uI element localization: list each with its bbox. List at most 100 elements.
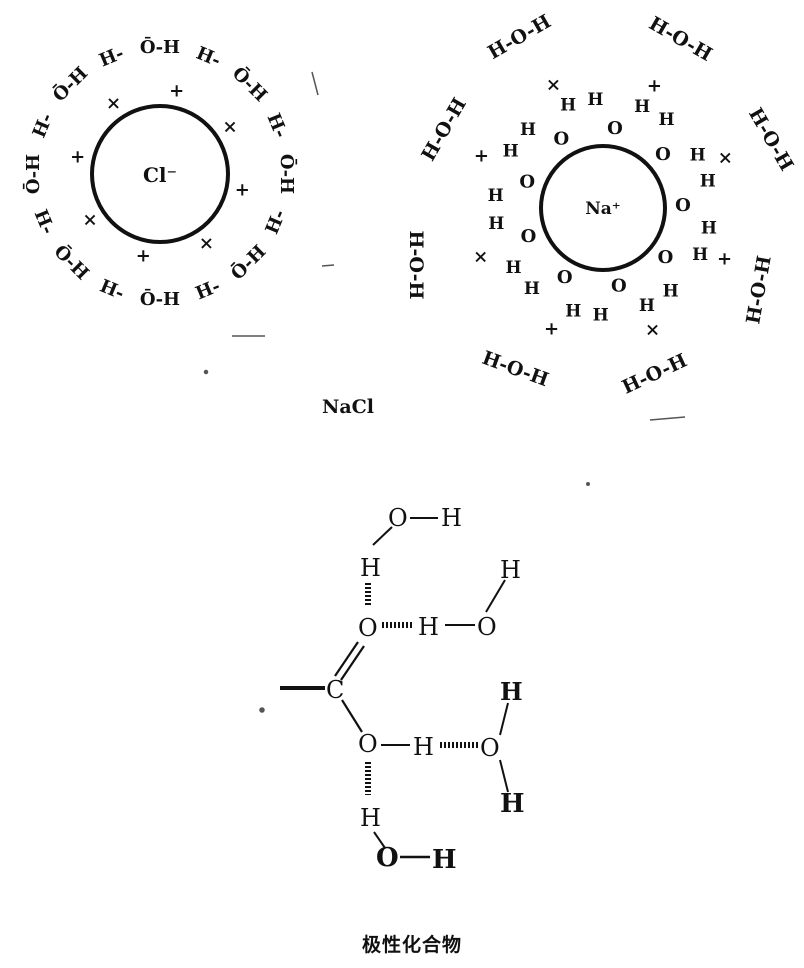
sodium-inner-oxygen: O — [611, 275, 627, 296]
chloride-shell-fragment: H- — [97, 276, 128, 305]
chloride-charge-mark: + — [70, 146, 85, 167]
h-o-bond-bottom-water — [373, 831, 386, 849]
sodium-inner-oxygen: O — [675, 195, 691, 216]
chloride-shell-fragment: Ō-H — [21, 154, 44, 194]
sodium-charge-mark: × — [645, 319, 660, 340]
sodium-inner-oxygen: O — [655, 144, 671, 165]
bottom-water-hydrogen-bonded: H — [360, 804, 381, 832]
chloride-shell-fragment: Ō-H — [226, 240, 271, 285]
sodium-shell-charges: + × + × + × + × — [473, 75, 733, 341]
chloride-shell-fragment: Ō-H — [228, 62, 273, 107]
top-water-hydrogen-bonded: H — [360, 554, 381, 582]
sodium-outer-water: H-O-H — [742, 254, 776, 326]
hydroxyl-oxygen: O — [358, 730, 378, 758]
chloride-shell-fragment: H- — [193, 276, 224, 305]
sodium-inner-hydrogen: H — [587, 90, 603, 110]
lower-water-oxygen: O — [480, 734, 500, 762]
sodium-ion-label: Na⁺ — [585, 199, 621, 219]
right-water-oxygen: O — [477, 613, 497, 641]
sodium-charge-mark: × — [473, 247, 488, 268]
sodium-inner-hydrogen: H — [503, 142, 519, 162]
sodium-inner-hydrogen: H — [658, 110, 674, 130]
chloride-shell-fragment: H- — [30, 207, 59, 238]
sodium-ion-circle — [539, 144, 667, 272]
sodium-inner-oxygen: O — [521, 226, 537, 247]
sodium-inner-hydrogen: H — [692, 245, 708, 265]
chloride-charge-mark: + — [136, 245, 151, 266]
h-o-bond-lower-water-up — [499, 702, 509, 736]
chloride-charge-mark: × — [82, 209, 97, 230]
chloride-shell-fragment: H- — [262, 207, 291, 238]
carbon-atom: C — [326, 676, 344, 704]
chloride-shell-fragment: Ō-H — [50, 240, 95, 285]
sodium-outer-water: H-O-H — [479, 347, 551, 391]
polar-compound-group: C O O H O H H H O H O H H H O H — [280, 504, 525, 875]
c-o-double-bond-2 — [340, 645, 365, 681]
sodium-inner-hydrogen: H — [639, 296, 655, 316]
sodium-outer-water: H-O-H — [619, 350, 691, 399]
sodium-charge-mark: + — [474, 146, 489, 167]
chloride-shell-fragment: H- — [29, 110, 58, 141]
chloride-shell-fragment: Ō-H — [276, 154, 299, 194]
scan-marks — [203, 71, 686, 713]
sodium-inner-hydrogen: H — [520, 120, 536, 140]
chloride-charge-mark: × — [222, 117, 237, 138]
right-water-hydrogen-bonded: H — [418, 613, 439, 641]
sodium-outer-water: H-O-H — [417, 94, 471, 165]
chloride-shell-fragment: H- — [193, 43, 224, 72]
chloride-ion-charges: +×+×+×+× — [70, 81, 250, 267]
sodium-charge-mark: + — [544, 319, 559, 340]
sodium-charge-mark: × — [718, 147, 733, 168]
chloride-charge-mark: × — [199, 233, 214, 254]
top-water-oxygen: O — [388, 504, 408, 532]
sodium-inner-oxygen: O — [519, 172, 535, 193]
h-o-bond-top-water — [372, 526, 393, 546]
sodium-inner-oxygen: O — [553, 129, 569, 150]
hydroxyl-hydrogen: H — [413, 733, 434, 761]
sodium-outer-water: H-O-H — [405, 231, 427, 300]
sodium-inner-oxygen: O — [557, 267, 573, 288]
chloride-charge-mark: + — [235, 180, 250, 201]
top-water-hydrogen-right: H — [441, 504, 462, 532]
sodium-inner-hydrogen: H — [663, 282, 679, 302]
chloride-shell-fragment: H- — [262, 110, 291, 141]
sodium-inner-hydrogen: H — [593, 306, 609, 326]
chloride-shell-fragment: Ō-H — [140, 35, 180, 58]
sodium-inner-hydrogen: H — [634, 97, 650, 117]
sodium-outer-water: H-O-H — [484, 10, 555, 64]
right-water-hydrogen-top: H — [500, 556, 521, 584]
sodium-inner-hydrogen: H — [488, 214, 504, 234]
sodium-inner-hydrogen: H — [565, 301, 581, 321]
chloride-shell-fragment: Ō-H — [140, 287, 180, 310]
chloride-charge-mark: + — [169, 81, 184, 102]
bottom-water-hydrogen-right: H — [432, 845, 457, 875]
nacl-caption: NaCl — [322, 396, 375, 418]
sodium-inner-hydrogen: H — [701, 219, 717, 239]
sodium-charge-mark: + — [647, 75, 662, 96]
chloride-shell-fragment: Ō-H — [48, 62, 93, 107]
chloride-ion-label: Cl⁻ — [143, 163, 177, 187]
sodium-outer-water: H-O-H — [744, 104, 798, 175]
lower-water-hydrogen-bottom: H — [500, 789, 525, 819]
h-o-bond-lower-water-down — [499, 759, 509, 793]
sodium-inner-hydrogen: H — [505, 258, 521, 278]
sodium-inner-hydrogen: H — [488, 186, 504, 206]
sodium-outer-water: H-O-H — [645, 12, 716, 66]
sodium-inner-hydrogen: H — [524, 279, 540, 299]
sodium-charge-mark: × — [546, 75, 561, 96]
chloride-ion-circle — [90, 104, 230, 244]
chloride-shell-fragment: H- — [96, 43, 127, 72]
sodium-inner-hydrogen: H — [690, 146, 706, 166]
sodium-inner-oxygen: O — [607, 118, 623, 139]
carbonyl-oxygen: O — [358, 614, 378, 642]
sodium-inner-hydrogen: H — [560, 95, 576, 115]
h-o-bond-right-water — [485, 579, 506, 613]
sodium-charge-mark: + — [717, 248, 732, 269]
sodium-inner-hydrogen: H — [700, 171, 716, 191]
c-o-single-bond — [341, 699, 363, 733]
